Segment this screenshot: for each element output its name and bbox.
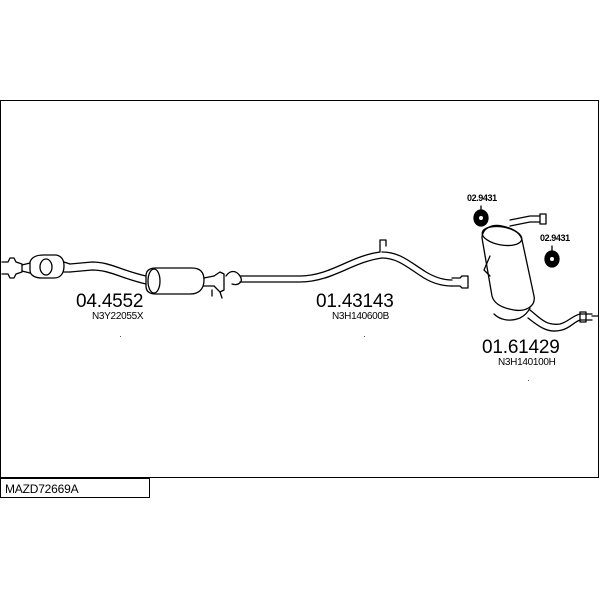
mount-a-drawing[interactable]: [473, 205, 489, 227]
leader-dot-center: [364, 336, 365, 337]
reference-box: MAZD72669A: [0, 478, 150, 498]
part-number-rear: 01.61429: [482, 337, 560, 358]
oem-number-center: N3H140600B: [332, 311, 390, 322]
rear-section-drawing[interactable]: [481, 213, 599, 332]
part-number-center: 01.43143: [316, 291, 394, 312]
leader-dot-front: [120, 336, 121, 337]
mount-number-a: 02.9431: [467, 193, 497, 203]
diagram-frame: [0, 100, 599, 478]
mount-b-drawing[interactable]: [544, 245, 560, 268]
mount-number-b: 02.9431: [540, 233, 570, 243]
front-section-drawing[interactable]: [1, 254, 225, 299]
part-number-front: 04.4552: [76, 291, 144, 312]
leader-dot-rear: [528, 380, 529, 381]
oem-number-front: N3Y22055X: [92, 311, 144, 322]
center-section-drawing[interactable]: [225, 239, 469, 289]
oem-number-rear: N3H140100H: [498, 357, 556, 368]
